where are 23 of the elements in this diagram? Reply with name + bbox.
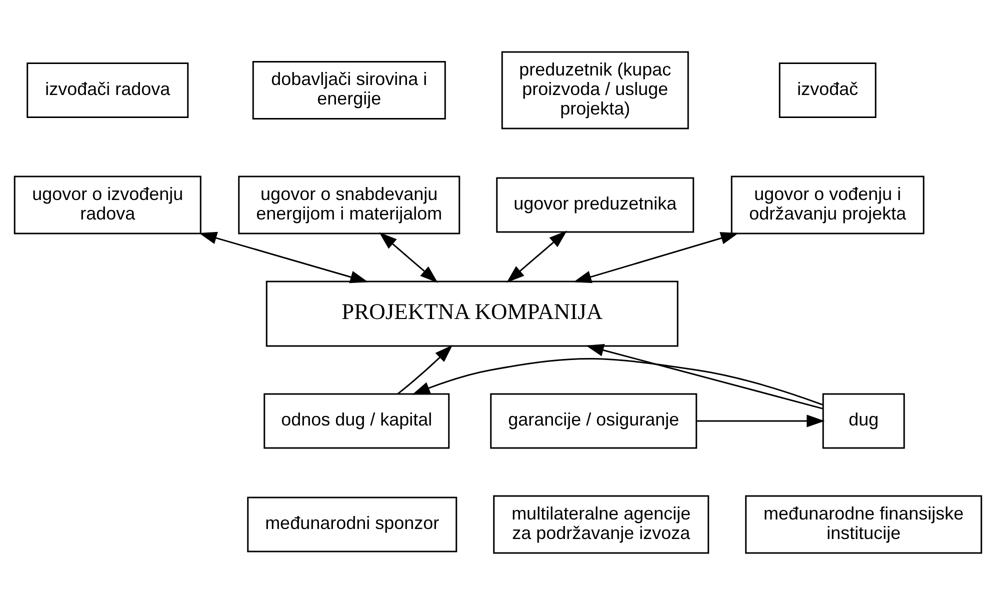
node-box: dobavljači sirovina i energije <box>252 61 446 120</box>
arrow <box>198 232 368 284</box>
node-box: odnos dug / kapital <box>264 393 450 449</box>
arrow <box>573 232 739 284</box>
arrow <box>506 230 568 283</box>
arrow <box>696 414 825 428</box>
node-box: ugovor preduzetnika <box>496 177 694 233</box>
node-box: ugovor o izvođenju radova <box>14 176 202 234</box>
node-box: multilateralne agencije za podržavanje izvoza <box>493 495 710 554</box>
node-box: izvođač <box>778 62 876 118</box>
node-box: PROJEKTNA KOMPANIJA <box>266 280 678 347</box>
node-box: garancije / osiguranje <box>490 393 698 449</box>
arrow <box>586 344 824 410</box>
node-box: dug <box>822 393 905 449</box>
node-box: preduzetnik (kupac proizvoda / usluge projekta) <box>501 51 689 130</box>
node-box: izvođači radova <box>26 62 189 118</box>
node-box: međunarodni sponzor <box>247 496 458 552</box>
arrow <box>397 344 453 394</box>
node-box: ugovor o snabdevanju energijom i materijalom <box>238 176 460 234</box>
node-box: međunarodne finansijske institucije <box>745 495 982 554</box>
arrow <box>412 358 823 406</box>
node-box: ugovor o vođenju i održavanju projekta <box>730 176 924 234</box>
arrow <box>379 232 438 283</box>
